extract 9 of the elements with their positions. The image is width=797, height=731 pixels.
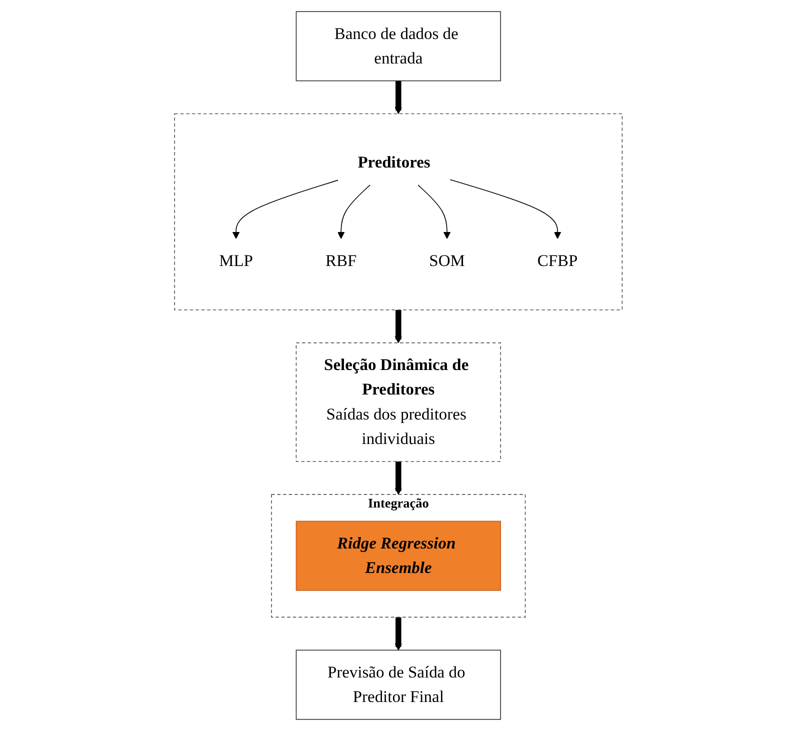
process-box: Banco de dados de entrada	[296, 11, 502, 82]
text-label: CFBP	[537, 252, 578, 270]
process-box: Previsão de Saída do Preditor Final	[296, 650, 502, 720]
text-label: SOM	[429, 252, 465, 270]
text-label: RBF	[326, 252, 357, 270]
process-box: Seleção Dinâmica de Preditores Saídas dos preditores individuais	[296, 342, 502, 462]
text-label: MLP	[219, 252, 254, 270]
text-label: Preditores	[358, 154, 430, 172]
highlight-box: Ridge Regression Ensemble	[296, 520, 502, 591]
